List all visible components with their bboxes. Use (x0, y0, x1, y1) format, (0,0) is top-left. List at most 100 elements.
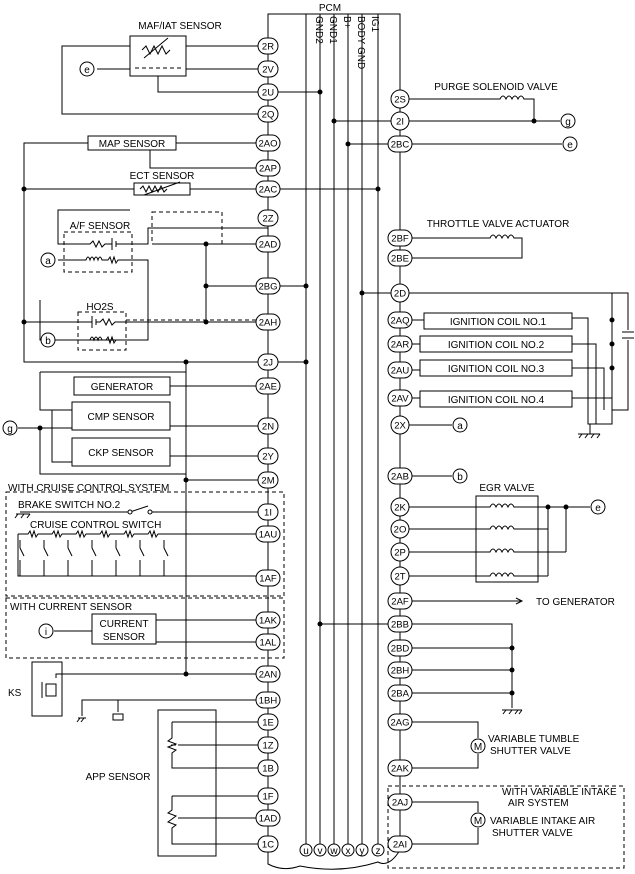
pin-2BA: 2BA (391, 689, 410, 700)
pin-2X: 2X (394, 421, 406, 432)
pin-2U: 2U (262, 88, 274, 99)
pin-1BH: 1BH (259, 696, 278, 707)
bus-gnd1: GND1 (327, 16, 338, 44)
map-sensor-label: MAP SENSOR (99, 139, 166, 150)
pin-1AD: 1AD (259, 814, 278, 825)
pin-1E: 1E (262, 718, 274, 729)
pin-1AU: 1AU (259, 530, 278, 541)
tumble-valve-label-2: SHUTTER VALVE (490, 746, 571, 757)
pcm-title: PCM (319, 3, 341, 14)
terminal-i-left: i (45, 627, 47, 638)
current-group-label: WITH CURRENT SENSOR (10, 602, 132, 613)
pin-2AU: 2AU (391, 366, 410, 377)
bus-ig1: IG1 (369, 16, 380, 33)
pin-2AF: 2AF (391, 597, 409, 608)
ks-label: KS (8, 688, 22, 699)
current-sensor-label-1: CURRENT (100, 619, 149, 630)
left-wiring: MAF/IAT SENSOR MAP SENSOR ECT SENSOR A/F… (5, 21, 381, 857)
pin-2Y: 2Y (262, 452, 274, 463)
vis-valve-label-1: VARIABLE INTAKE AIR (490, 816, 595, 827)
pin-1B: 1B (262, 764, 274, 775)
pin-2AH: 2AH (259, 318, 278, 329)
right-terminals: g e a b e (452, 113, 606, 515)
pin-2V: 2V (262, 65, 274, 76)
terminal-e-right-2: e (595, 503, 601, 514)
terminal-a-left: a (45, 256, 51, 267)
pin-2AD: 2AD (259, 240, 278, 251)
pin-2AC: 2AC (259, 185, 278, 196)
terminal-e-left: e (84, 65, 90, 76)
pin-2AJ: 2AJ (392, 798, 409, 809)
pin-2AE: 2AE (259, 382, 277, 393)
terminal-g-left: g (7, 424, 13, 435)
pin-2BG: 2BG (258, 282, 277, 293)
ignition-coil-2-label: IGNITION COIL NO.2 (448, 340, 545, 351)
pin-2AR: 2AR (391, 340, 410, 351)
pin-2AB: 2AB (391, 472, 409, 483)
pin-2BB: 2BB (391, 620, 409, 631)
vis-valve-label-2: SHUTTER VALVE (492, 828, 573, 839)
left-terminals: e a b g i (2, 61, 95, 639)
pin-2Z: 2Z (262, 214, 273, 225)
app-sensor-label: APP SENSOR (86, 772, 151, 783)
terminal-g-right: g (565, 117, 571, 128)
pcm-block: PCM GND2 GND1 B+ BODY GND IG1 u v w x y … (267, 3, 401, 870)
pin-1AL: 1AL (260, 638, 277, 649)
pin-2AG: 2AG (390, 718, 409, 729)
pin-1AK: 1AK (259, 616, 278, 627)
right-wiring: PURGE SOLENOID VALVE THROTTLE VALVE ACTU… (317, 82, 634, 869)
egr-valve-label: EGR VALVE (479, 483, 535, 494)
pin-2R: 2R (262, 42, 274, 53)
bus-body-gnd: BODY GND (355, 16, 366, 69)
pin-2M: 2M (261, 476, 274, 487)
pin-2AQ: 2AQ (390, 316, 409, 327)
pin-2AN: 2AN (259, 670, 278, 681)
ho2s-label: HO2S (86, 302, 114, 313)
bottom-terminals: u v w x y z (299, 843, 385, 857)
pin-2AV: 2AV (391, 394, 409, 405)
brake-switch-label: BRAKE SWITCH NO.2 (18, 500, 121, 511)
pin-2J: 2J (263, 358, 273, 369)
pin-2AK: 2AK (391, 764, 410, 775)
pin-2Q: 2Q (262, 110, 275, 121)
pin-2I: 2I (396, 117, 404, 128)
pin-2D: 2D (394, 289, 406, 300)
ignition-coil-3-label: IGNITION COIL NO.3 (448, 364, 545, 375)
cruise-group-label: WITH CRUISE CONTROL SYSTEM (8, 483, 169, 494)
pin-2K: 2K (394, 503, 406, 514)
pin-1AF: 1AF (259, 574, 277, 585)
right-pin-column: 2S 2I 2BC 2BF 2BE 2D 2AQ 2AR 2AU 2AV 2X … (387, 89, 413, 853)
cruise-switch-label: CRUISE CONTROL SWITCH (30, 520, 161, 531)
ignition-coil-4-label: IGNITION COIL NO.4 (448, 395, 545, 406)
left-pin-column: 2R 2V 2U 2Q 2AO 2AP 2AC 2Z 2AD 2BG 2AH 2… (255, 37, 281, 853)
bus-bplus: B+ (341, 16, 352, 29)
svg-text:x: x (346, 846, 351, 857)
to-generator-label: TO GENERATOR (536, 597, 615, 608)
svg-text:u: u (303, 846, 309, 857)
pin-2BC: 2BC (391, 140, 410, 151)
svg-text:v: v (318, 846, 323, 857)
svg-text:w: w (329, 846, 338, 857)
vis-group-label-2: AIR SYSTEM (508, 798, 569, 809)
pin-2AP: 2AP (259, 164, 277, 175)
throttle-actuator-label: THROTTLE VALVE ACTUATOR (427, 219, 570, 230)
pin-2BH: 2BH (391, 666, 410, 677)
svg-text:y: y (360, 846, 365, 857)
pin-1F: 1F (262, 792, 273, 803)
current-sensor-label-2: SENSOR (103, 632, 145, 643)
pin-2BD: 2BD (391, 644, 410, 655)
pin-1C: 1C (262, 840, 274, 851)
af-sensor-label: A/F SENSOR (70, 221, 131, 232)
pin-2T: 2T (394, 572, 405, 583)
pin-2S: 2S (394, 95, 406, 106)
tumble-valve-label-1: VARIABLE TUMBLE (488, 734, 580, 745)
ignition-coil-1-label: IGNITION COIL NO.1 (450, 317, 547, 328)
pin-1Z: 1Z (262, 741, 273, 752)
cruise-switch-contacts (19, 540, 169, 576)
pin-1I: 1I (264, 508, 272, 519)
vis-motor-symbol: M (474, 816, 482, 827)
terminal-b-right: b (457, 472, 463, 483)
cmp-sensor-label: CMP SENSOR (87, 412, 154, 423)
pin-2BF: 2BF (391, 234, 409, 245)
